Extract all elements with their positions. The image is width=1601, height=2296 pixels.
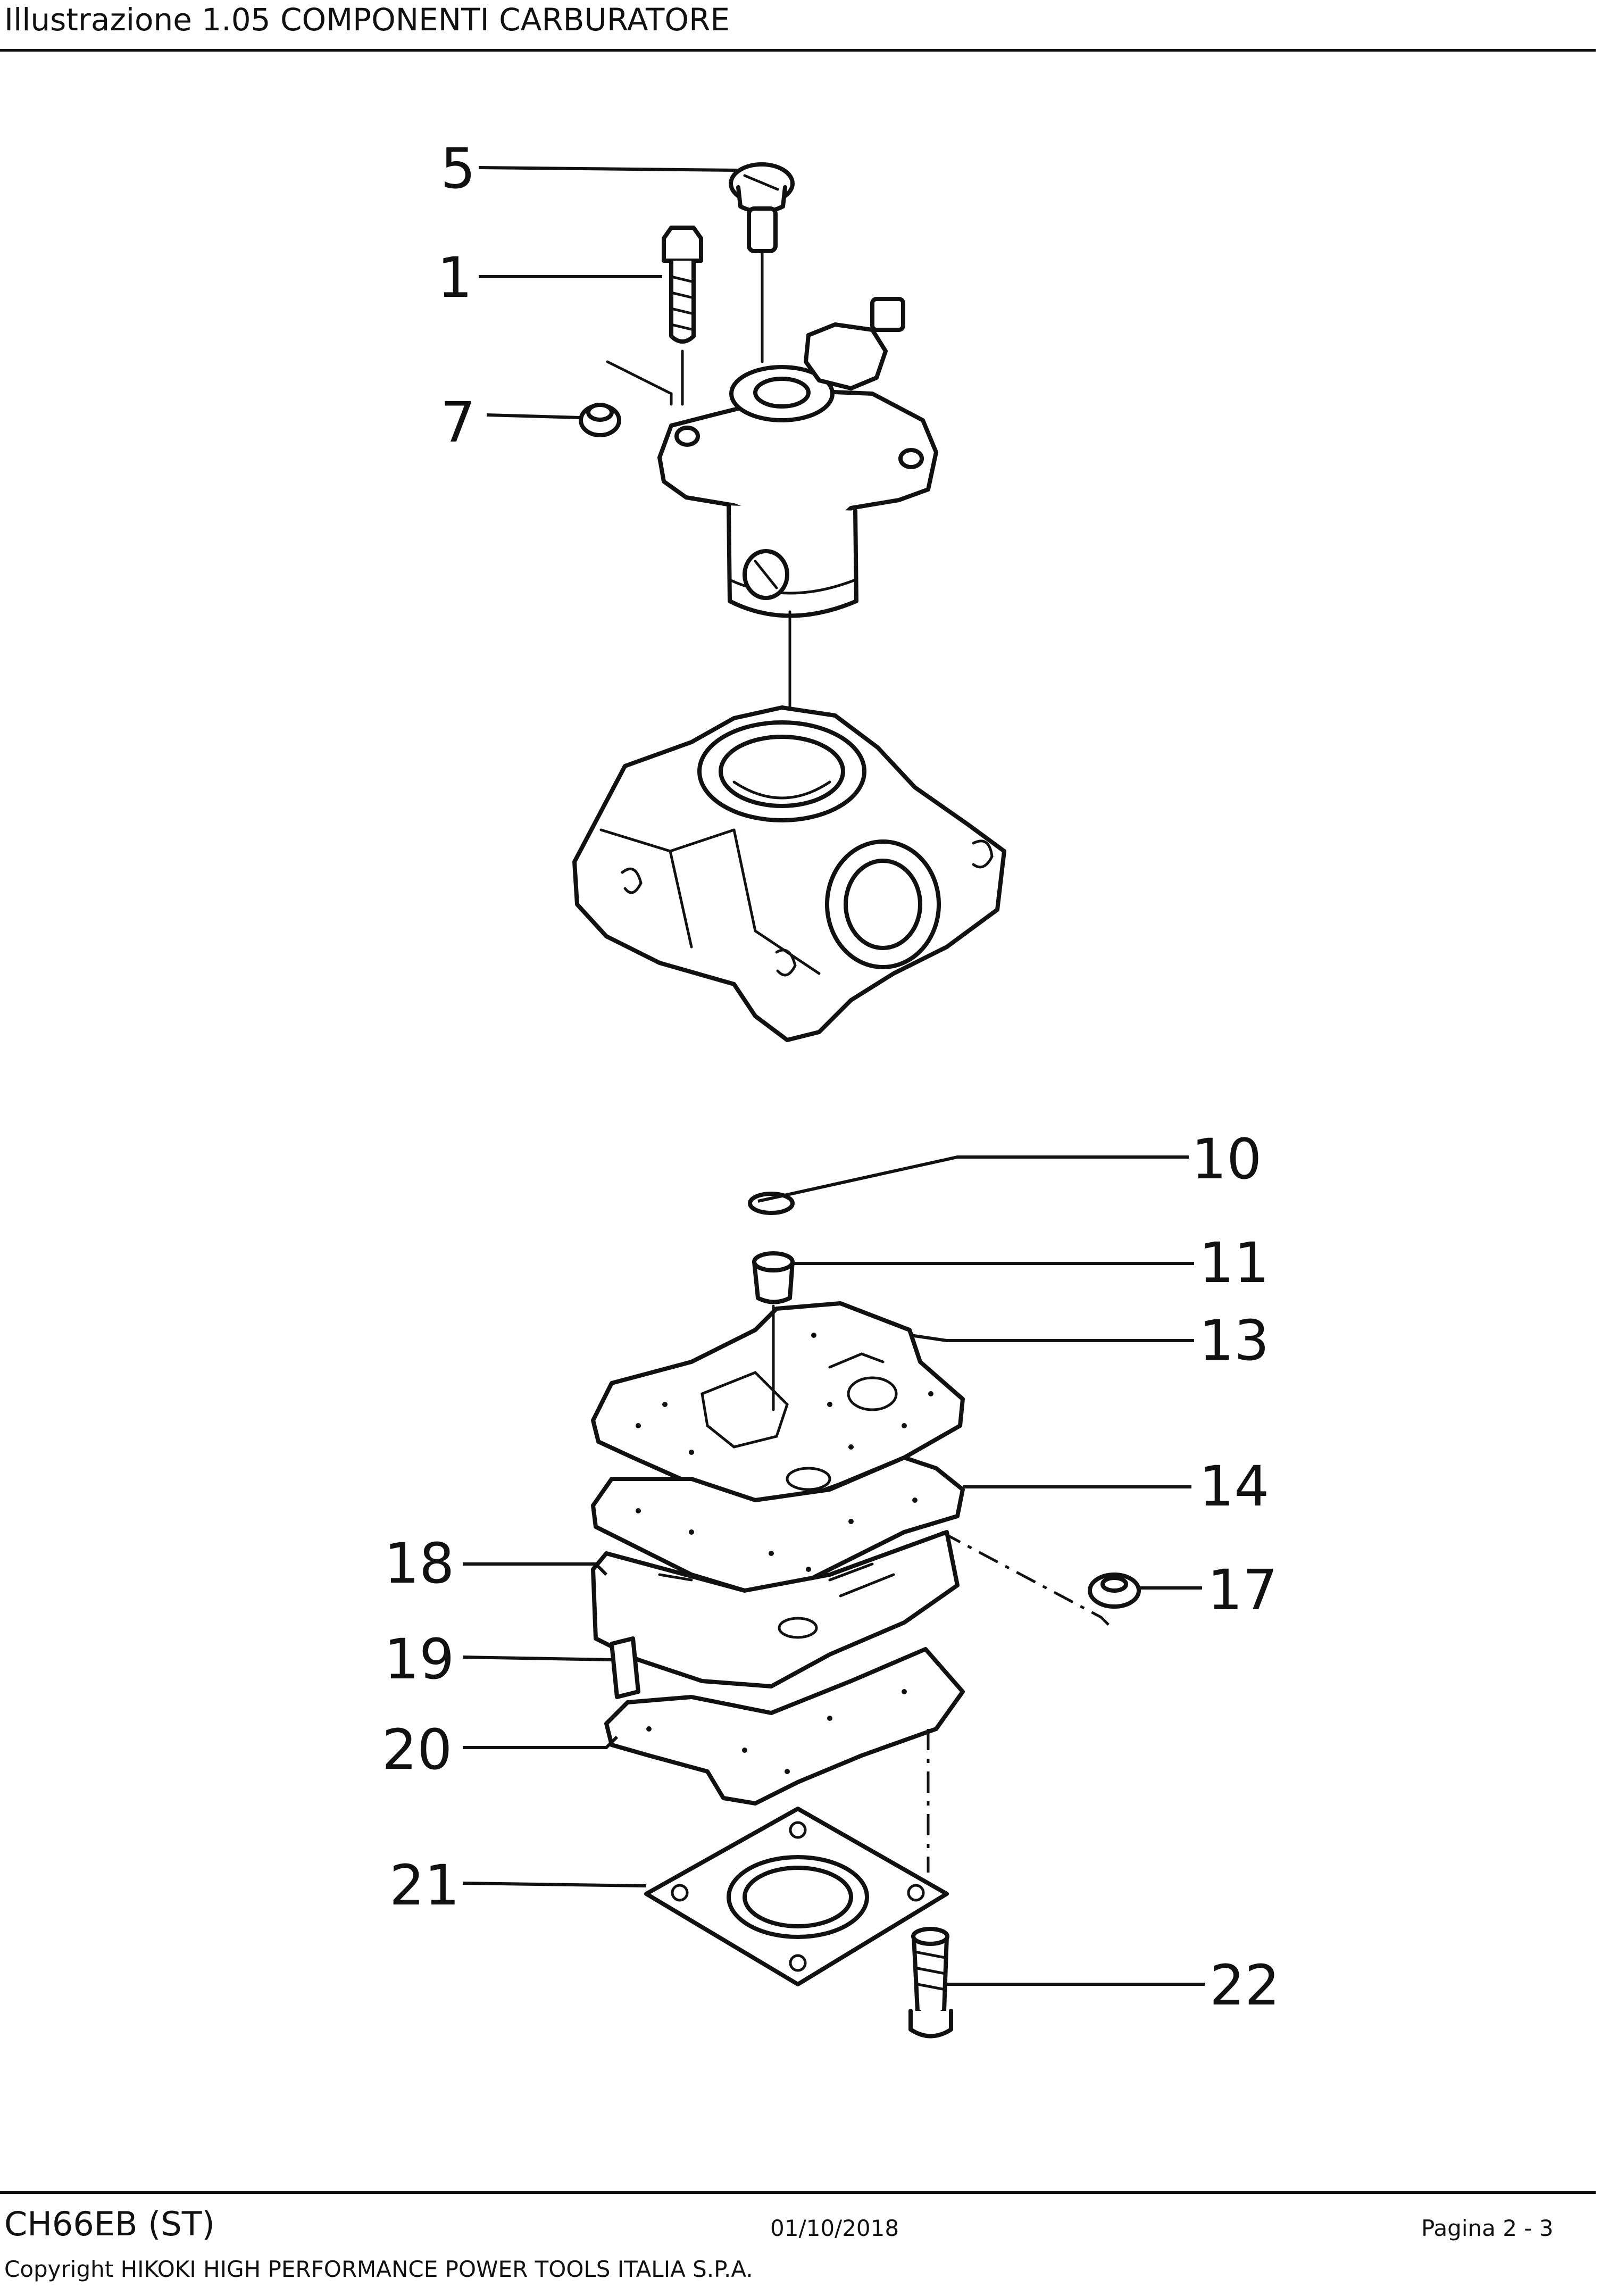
part-20-gasket — [604, 1647, 965, 1806]
throttle-body — [657, 297, 938, 778]
part-18-pump-body — [591, 1530, 960, 1688]
model-code: CH66EB (ST) — [4, 2205, 215, 2243]
guide-line — [606, 360, 673, 406]
callout-5: 5 — [440, 136, 476, 201]
guide-line-17 — [940, 1530, 1113, 1629]
part-1-screw — [662, 226, 703, 406]
part-7-plug — [579, 403, 621, 437]
page-number: Pagina 2 - 3 — [1421, 2215, 1554, 2241]
part-14-diaphragm — [591, 1455, 965, 1593]
callout-13: 13 — [1199, 1308, 1269, 1373]
callout-20: 20 — [382, 1717, 452, 1782]
callout-22: 22 — [1210, 1953, 1280, 2018]
callout-1: 1 — [437, 245, 472, 310]
callout-14: 14 — [1199, 1454, 1269, 1519]
copyright-notice: Copyright HIKOKI HIGH PERFORMANCE POWER … — [4, 2256, 753, 2282]
callout-7: 7 — [440, 390, 476, 455]
part-11-fitting — [752, 1251, 795, 1304]
part-13-gasket — [591, 1301, 965, 1508]
part-19-tab — [610, 1636, 640, 1699]
document-date: 01/10/2018 — [770, 2215, 899, 2241]
part-17-plug — [1088, 1573, 1141, 1609]
carburetor-body — [572, 705, 1006, 1042]
part-10-ring — [748, 1192, 795, 1215]
callout-19: 19 — [384, 1627, 454, 1692]
part-21-cover — [644, 1807, 949, 1986]
callout-11: 11 — [1199, 1230, 1269, 1295]
leader-lines — [462, 166, 1205, 1986]
callout-10: 10 — [1191, 1127, 1262, 1192]
footer-divider — [0, 2191, 1596, 2194]
callout-18: 18 — [384, 1531, 454, 1596]
callout-17: 17 — [1207, 1558, 1278, 1623]
part-5-adjusting-screw — [729, 162, 795, 363]
page-title: Illustrazione 1.05 COMPONENTI CARBURATOR… — [4, 2, 730, 38]
part-22-screw — [908, 1927, 953, 2039]
header-divider — [0, 49, 1596, 52]
callout-21: 21 — [389, 1853, 460, 1918]
